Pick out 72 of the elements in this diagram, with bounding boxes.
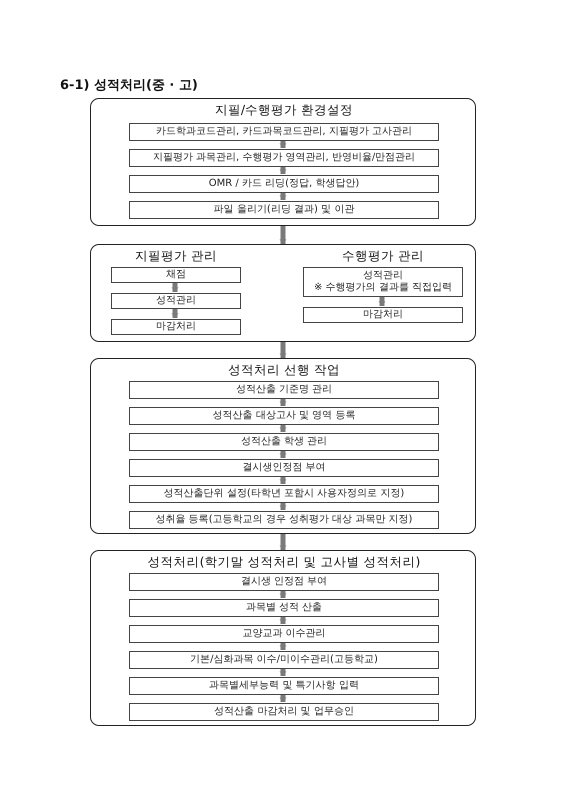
box-label: 마감처리 (156, 320, 196, 334)
process-box (303, 267, 463, 297)
box-label: 과목별세부능력 및 특기사항 입력 (209, 680, 359, 692)
process-box (303, 307, 463, 323)
arrow (172, 282, 178, 292)
arrow (280, 668, 286, 676)
panel-heading: 수행평가 관리 (341, 248, 425, 265)
box-label: OMR / 카드 리딩(정답, 학생답안) (208, 178, 360, 190)
box-label: 성적산출 마감처리 및 업무승인 (214, 706, 354, 718)
arrow (280, 226, 286, 244)
box-label: 지필평가 과목관리, 수행평가 영역관리, 반영비율/만점관리 (152, 152, 416, 164)
arrow (280, 398, 286, 406)
box-label: 기본/심화과목 이수/미이수관리(고등학교) (190, 654, 378, 666)
process-box (129, 175, 439, 193)
group-panel (90, 244, 476, 342)
panel-heading: 성적처리(학기말 성적처리 및 고사별 성적처리) (146, 554, 422, 571)
box-label: 성적산출 대상고사 및 영역 등록 (212, 410, 356, 422)
process-box (129, 625, 439, 643)
box-label: 마감처리 (363, 308, 403, 322)
box-label: 성적관리 (363, 270, 403, 282)
process-box (129, 459, 439, 477)
arrow (280, 192, 286, 200)
arrow (172, 308, 178, 318)
section-title: 6-1) 성적처리(중 · 고) (60, 77, 198, 94)
arrow (280, 534, 286, 550)
arrow (280, 616, 286, 624)
arrow (280, 694, 286, 702)
group-panel (90, 358, 476, 534)
box-label: 채점 (166, 268, 186, 282)
process-box (129, 703, 439, 721)
box-label: 카드학과코드관리, 카드과목코드관리, 지필평가 고사관리 (156, 126, 412, 138)
process-box (129, 485, 439, 503)
box-label: 성취율 등록(고등학교의 경우 성취평가 대상 과목만 지정) (156, 514, 412, 526)
process-box (111, 319, 241, 335)
arrow (280, 476, 286, 484)
box-label: ※ 수행평가의 결과를 직접입력 (314, 282, 452, 294)
group-panel (90, 98, 476, 226)
process-box (129, 123, 439, 141)
box-label: 결시생 인정점 부여 (240, 576, 328, 588)
box-label: 성적관리 (156, 294, 196, 308)
arrow (378, 296, 386, 306)
process-box (129, 677, 439, 695)
arrow (280, 642, 286, 650)
group-panel (90, 550, 476, 726)
process-box (111, 267, 241, 283)
process-box (129, 651, 439, 669)
box-label: 성적산출단위 설정(타학년 포함시 사용자정의로 지정) (164, 488, 404, 500)
process-box (129, 599, 439, 617)
process-box (129, 149, 439, 167)
arrow (280, 342, 286, 358)
box-label: 과목별 성적 산출 (246, 602, 322, 614)
process-box (129, 573, 439, 591)
process-box (129, 433, 439, 451)
box-label: 교양교과 이수관리 (242, 628, 326, 640)
box-label: 성적산출 기준명 관리 (236, 384, 332, 396)
panel-heading: 성적처리 선행 작업 (227, 362, 341, 379)
process-box (129, 407, 439, 425)
box-label: 성적산출 학생 관리 (240, 436, 328, 448)
box-label: 파일 올리기(리딩 결과) 및 이관 (214, 204, 354, 216)
process-box (111, 293, 241, 309)
arrow (280, 590, 286, 598)
arrow (280, 166, 286, 174)
process-box (129, 201, 439, 219)
process-box (129, 381, 439, 399)
arrow (280, 424, 286, 432)
arrow (280, 140, 286, 148)
arrow (280, 502, 286, 510)
panel-heading: 지필평가 관리 (134, 248, 218, 265)
box-label: 결시생인정점 부여 (242, 462, 326, 474)
process-box (129, 511, 439, 529)
panel-heading: 지필/수행평가 환경설정 (214, 102, 354, 119)
arrow (280, 450, 286, 458)
